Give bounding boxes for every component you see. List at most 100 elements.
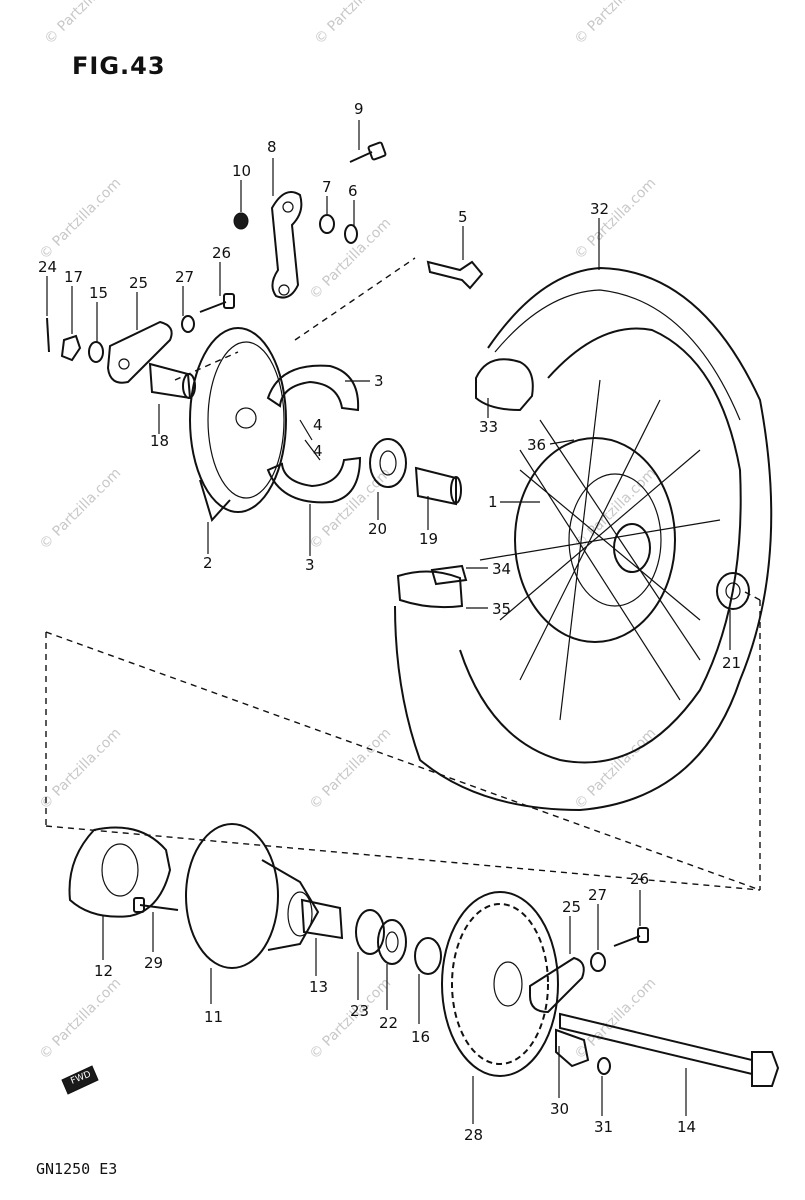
torque-link-part-25-lower (529, 956, 585, 1014)
watermark: © Partzilla.com (307, 465, 395, 553)
part-label-16: 16 (411, 1028, 430, 1046)
part-labels: 9 8 10 7 6 5 32 24 17 15 25 27 26 3 4 4 … (38, 100, 741, 1144)
part-label-15: 15 (89, 284, 108, 302)
spacer-part-19 (414, 466, 462, 506)
part-label-10: 10 (232, 162, 251, 180)
axle-part-14 (559, 1012, 780, 1087)
assembly-line (744, 591, 761, 601)
damper-part-12 (68, 826, 172, 918)
cotter-pin-part-31 (597, 1057, 611, 1075)
watermark: © Partzilla.com (572, 0, 660, 48)
part-label-27-lower: 27 (588, 886, 607, 904)
assembly-line (45, 631, 761, 891)
figure-title: FIG.43 (72, 52, 166, 80)
watermark: © Partzilla.com (37, 465, 125, 553)
watermark: © Partzilla.com (42, 0, 130, 48)
bearing-part-20 (369, 438, 407, 488)
part-label-8: 8 (267, 138, 277, 156)
watermark: © Partzilla.com (307, 215, 395, 303)
part-label-28: 28 (464, 1126, 483, 1144)
assembly-line (174, 351, 239, 381)
bolt-part-9 (349, 141, 387, 163)
bolt-part-26-upper (199, 293, 235, 313)
washer-part-27-upper (181, 315, 195, 333)
part-label-4-upper: 4 (313, 416, 323, 434)
part-label-29: 29 (144, 954, 163, 972)
tube-part-33 (475, 358, 534, 412)
part-label-5: 5 (458, 208, 468, 226)
part-label-14: 14 (677, 1118, 696, 1136)
cotter-pin-part-24 (46, 317, 50, 353)
part-label-36: 36 (527, 436, 546, 454)
tire-part-32 (394, 266, 773, 812)
part-label-13: 13 (309, 978, 328, 996)
part-label-35: 35 (492, 600, 511, 618)
watermark: © Partzilla.com (572, 175, 660, 263)
nut-part-17 (60, 334, 82, 362)
part-label-26-lower: 26 (630, 870, 649, 888)
part-label-3-upper: 3 (374, 372, 384, 390)
watermark: © Partzilla.com (572, 725, 660, 813)
part-label-32: 32 (590, 200, 609, 218)
model-code: GN1250 E3 (36, 1160, 118, 1178)
watermark: © Partzilla.com (37, 175, 125, 263)
watermark: © Partzilla.com (307, 725, 395, 813)
part-label-7: 7 (322, 178, 332, 196)
spacer-part-18 (148, 362, 196, 400)
part-label-3-lower: 3 (305, 556, 315, 574)
assembly-line (294, 257, 416, 341)
washer-part-15 (88, 341, 104, 363)
brake-panel-part-2 (189, 327, 287, 522)
watermark: © Partzilla.com (37, 975, 125, 1063)
oil-seal-part-23 (355, 909, 385, 955)
torque-link-part-25-upper (106, 320, 173, 384)
adjuster-part-30 (555, 1028, 590, 1068)
part-label-1: 1 (488, 493, 498, 511)
part-label-22: 22 (379, 1014, 398, 1032)
sleeve-part-13 (300, 898, 344, 940)
nut-part-10 (233, 212, 249, 230)
part-label-2: 2 (203, 554, 213, 572)
sprocket-part-28 (441, 891, 559, 1077)
spacer-part-21 (716, 572, 750, 610)
brake-shoes-part-3 (266, 364, 362, 504)
spacer-part-16 (414, 937, 442, 975)
washer-part-6 (344, 224, 358, 244)
tube-part-35 (396, 570, 464, 609)
part-label-21: 21 (722, 654, 741, 672)
part-label-17: 17 (64, 268, 83, 286)
watermark: © Partzilla.com (312, 0, 400, 48)
part-label-34: 34 (492, 560, 511, 578)
sprocket-carrier-part-11 (185, 823, 320, 969)
watermark: © Partzilla.com (37, 725, 125, 813)
part-label-26-upper: 26 (212, 244, 231, 262)
part-label-33: 33 (479, 418, 498, 436)
part-label-11: 11 (204, 1008, 223, 1026)
washer-part-27-lower (590, 952, 606, 972)
bolt-part-26-lower (613, 927, 649, 947)
torque-arm-part-8 (270, 191, 303, 299)
bolt-part-29 (133, 897, 179, 913)
part-label-12: 12 (94, 962, 113, 980)
part-label-25-lower: 25 (562, 898, 581, 916)
part-label-23: 23 (350, 1002, 369, 1020)
part-label-18: 18 (150, 432, 169, 450)
part-label-31: 31 (594, 1118, 613, 1136)
bearing-part-22 (377, 919, 407, 965)
fwd-arrow-icon: FWD (61, 1065, 99, 1095)
part-label-19: 19 (419, 530, 438, 548)
part-label-27-upper: 27 (175, 268, 194, 286)
part-label-4-lower: 4 (313, 442, 323, 460)
part-label-6: 6 (348, 182, 358, 200)
part-label-9: 9 (354, 100, 364, 118)
rim-band-part-34 (430, 564, 468, 586)
part-label-20: 20 (368, 520, 387, 538)
leader-lines (46, 120, 731, 1124)
part-label-30: 30 (550, 1100, 569, 1118)
assembly-line (45, 825, 761, 891)
washer-part-7 (319, 214, 335, 234)
wheel-hub-part-1 (479, 379, 721, 721)
part-label-24: 24 (38, 258, 57, 276)
valve-part-5 (426, 260, 484, 290)
